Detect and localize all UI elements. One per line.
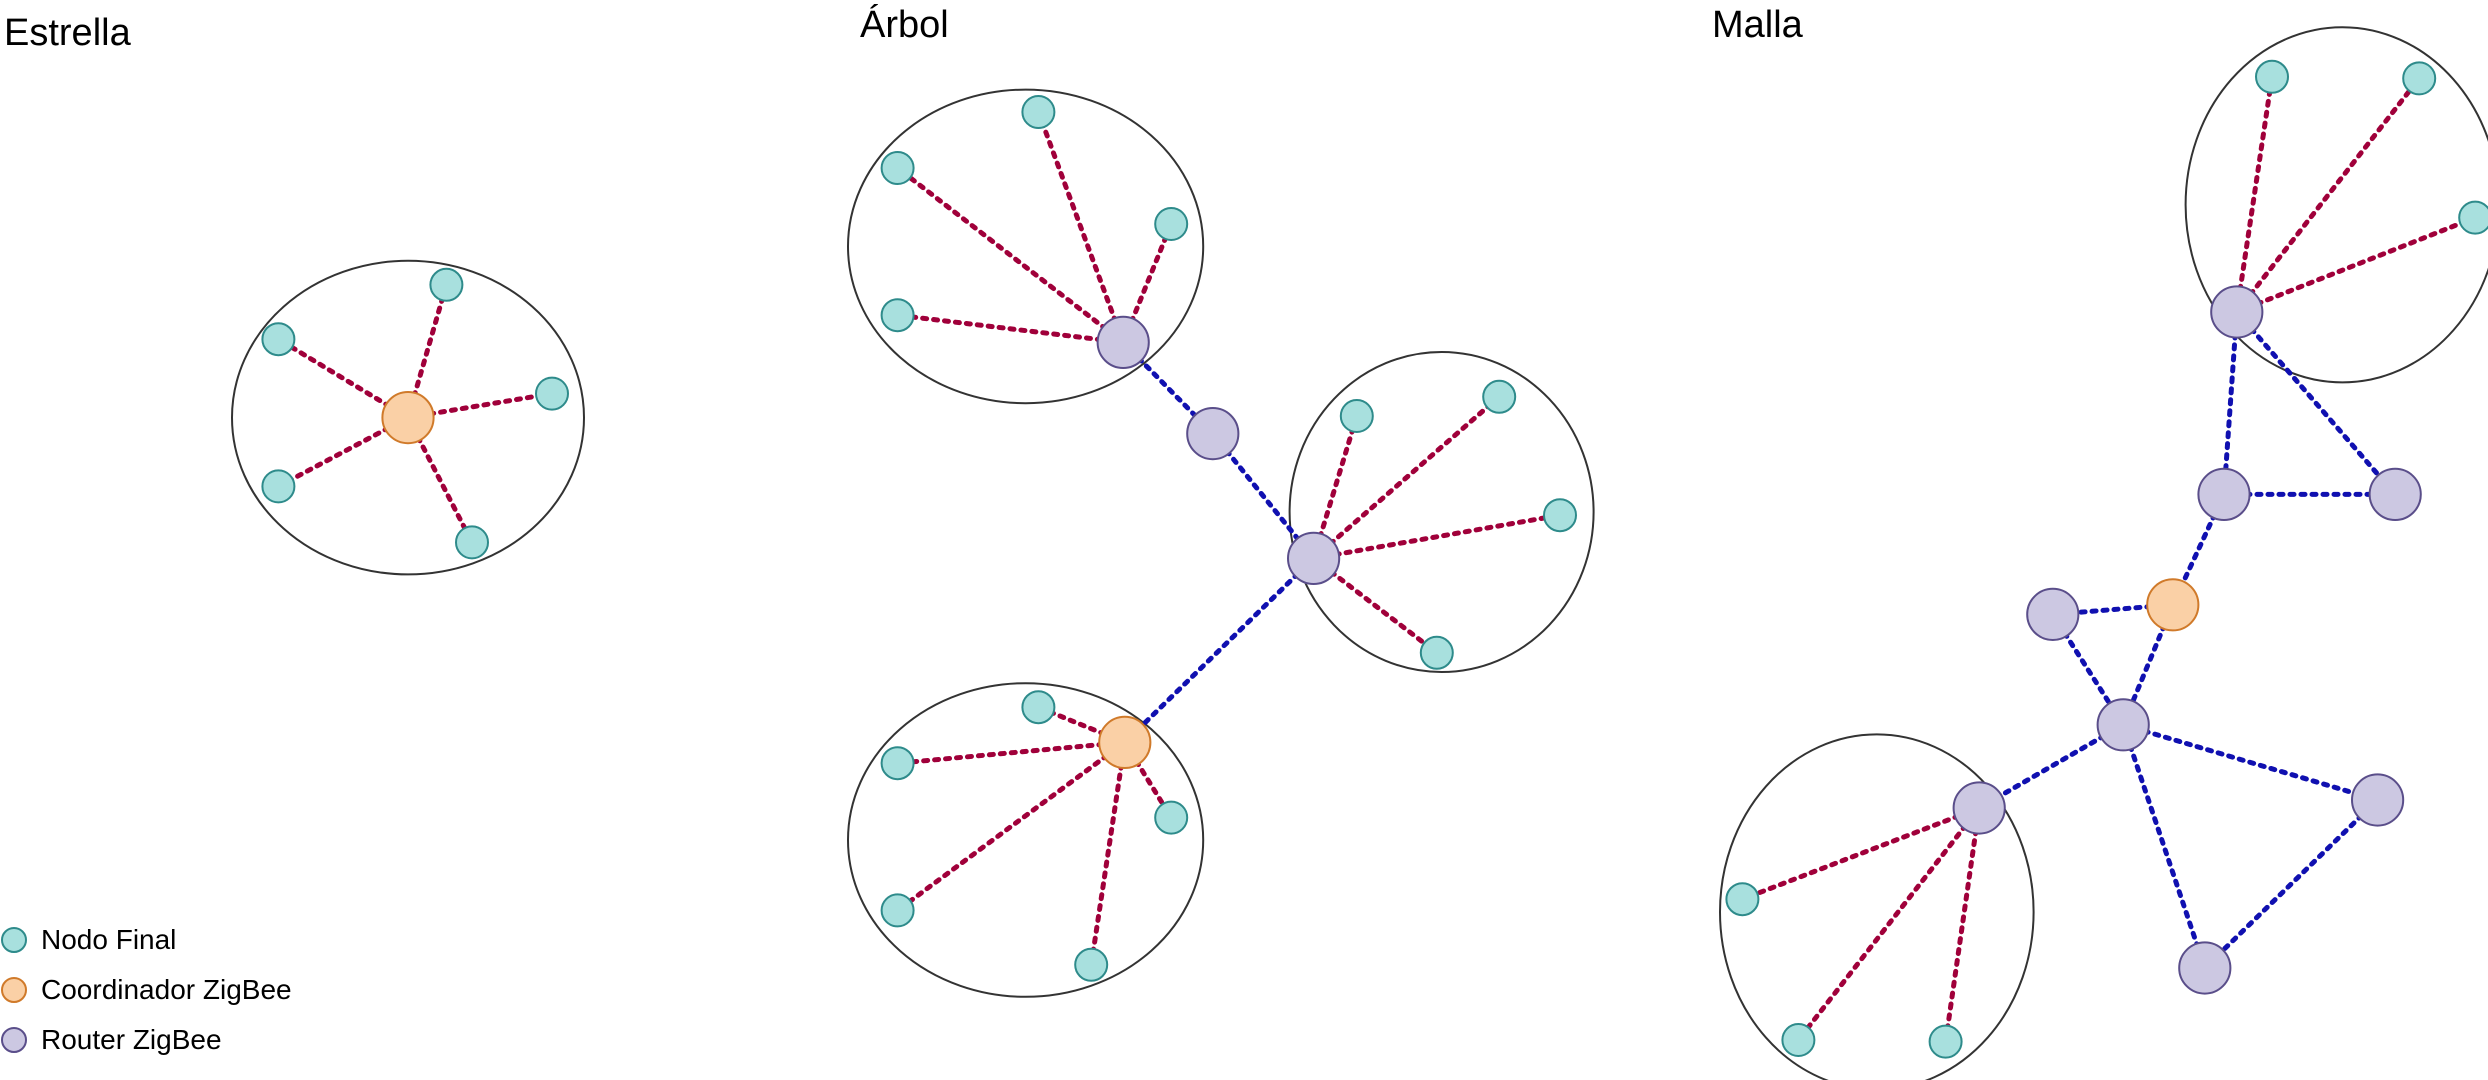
router-link: [2120, 722, 2381, 803]
legend-item-router: Router ZigBee: [0, 1015, 292, 1065]
end-node-link: [2234, 74, 2275, 315]
end-node-link: [895, 165, 1126, 345]
end-node: [1419, 635, 1454, 670]
cluster-ellipse: [2184, 26, 2488, 384]
cluster-ellipse: [847, 682, 1205, 998]
end-node-link: [1943, 805, 1982, 1045]
coordinator-node: [1098, 715, 1152, 770]
coordinator-node: [2146, 578, 2200, 632]
end-node: [880, 746, 915, 781]
end-node: [261, 322, 296, 357]
router-node: [2026, 587, 2080, 642]
end-node: [1725, 882, 1760, 917]
end-node-link: [1035, 109, 1126, 345]
title-tree: Árbol: [860, 4, 949, 46]
end-node: [1021, 95, 1056, 129]
router-link: [2120, 722, 2208, 971]
end-node-swatch-icon: [1, 927, 27, 953]
coordinator-node: [381, 391, 435, 445]
legend-label-coordinator: Coordinador ZigBee: [41, 974, 292, 1005]
end-node: [880, 151, 915, 185]
end-node: [1074, 947, 1109, 982]
router-link: [2234, 309, 2398, 497]
router-link: [2202, 797, 2381, 971]
end-node: [1154, 800, 1189, 835]
end-node: [455, 525, 489, 560]
cluster-ellipse: [1288, 351, 1595, 673]
end-node-link: [1311, 394, 1502, 561]
end-node-link: [1088, 739, 1128, 968]
cluster-ellipse: [847, 88, 1205, 405]
title-star: Estrella: [4, 12, 131, 54]
end-node: [1543, 498, 1577, 533]
router-node: [2178, 941, 2232, 995]
legend-item-end-node: Nodo Final: [0, 915, 292, 965]
end-node: [1339, 399, 1374, 433]
end-node-link: [1795, 805, 1982, 1043]
router-node: [2210, 285, 2264, 339]
end-node-link: [895, 739, 1128, 766]
router-swatch-icon: [1, 1027, 27, 1053]
end-node: [535, 376, 569, 411]
router-node: [2368, 467, 2422, 521]
end-node-link: [2234, 75, 2422, 315]
end-node: [1781, 1023, 1816, 1057]
end-node-link: [2234, 215, 2478, 315]
end-node: [1154, 207, 1189, 241]
legend: Nodo Final Coordinador ZigBee Router Zig…: [0, 915, 292, 1065]
end-node: [261, 469, 296, 504]
end-node-link: [1739, 805, 1982, 902]
router-link: [1210, 431, 1317, 561]
coordinator-swatch-icon: [1, 977, 27, 1003]
end-node-link: [895, 312, 1126, 345]
end-node: [2458, 200, 2488, 235]
legend-item-coordinator: Coordinador ZigBee: [0, 965, 292, 1015]
end-node-link: [1311, 512, 1563, 561]
end-node: [1021, 690, 1056, 725]
end-node-link: [895, 739, 1128, 913]
router-node: [1096, 315, 1150, 369]
legend-label-end-node: Nodo Final: [41, 924, 177, 955]
router-link: [1122, 555, 1317, 745]
end-node: [429, 267, 464, 302]
router-link: [1976, 722, 2126, 811]
end-node: [880, 298, 915, 333]
legend-label-router: Router ZigBee: [41, 1024, 222, 1055]
end-node: [880, 893, 915, 928]
cluster-ellipse: [1719, 733, 2035, 1080]
router-node: [2197, 467, 2251, 521]
cluster-ellipse: [231, 259, 585, 576]
router-node: [1186, 407, 1240, 461]
router-node: [1287, 531, 1341, 586]
end-node: [1482, 379, 1517, 414]
router-node: [1952, 781, 2006, 835]
title-mesh: Malla: [1712, 4, 1803, 46]
router-node: [2351, 773, 2405, 827]
router-link: [2221, 309, 2240, 497]
end-node: [1928, 1024, 1963, 1059]
end-node: [2255, 59, 2289, 94]
end-node: [2402, 61, 2437, 96]
router-node: [2096, 698, 2150, 752]
